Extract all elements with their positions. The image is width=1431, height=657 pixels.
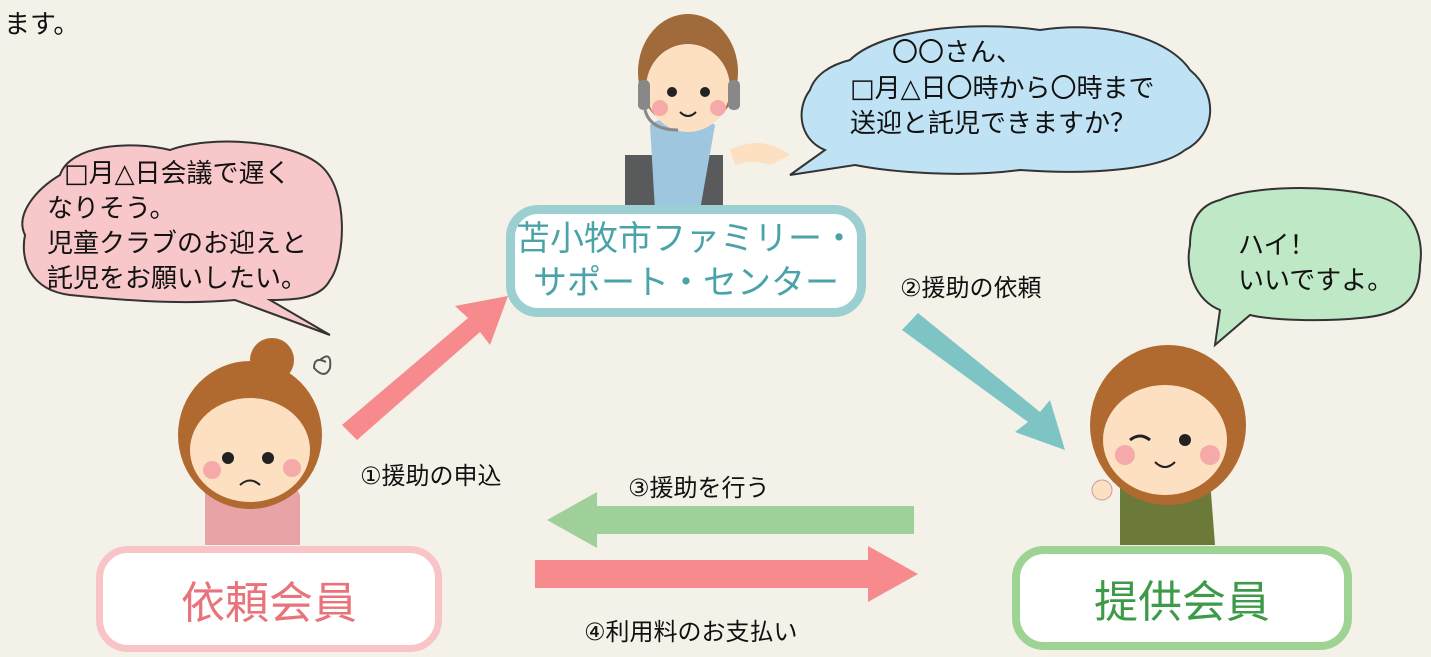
arrow-2-dispatch — [902, 313, 1065, 450]
provider-bubble-line: ハイ！ — [1238, 231, 1316, 261]
arrow-1-request — [342, 296, 508, 440]
support-center-name-line: サポート・センター — [533, 263, 839, 303]
requester-bubble-line: 託児をお願いしたい。 — [47, 264, 308, 294]
step-3-label: ③援助を行う — [628, 474, 770, 502]
center-bubble-line: 〇〇さん、 — [892, 38, 1023, 68]
step-1-label: ①援助の申込 — [360, 462, 502, 490]
requester-illustration — [178, 338, 332, 545]
provider-speech-bubble — [1187, 187, 1422, 348]
intro-text: ます。 — [4, 10, 80, 40]
support-center-name-line: 苫小牧市ファミリー・ — [516, 219, 856, 259]
step-2-label: ②援助の依頼 — [900, 274, 1042, 302]
requester-speech-bubble — [21, 140, 343, 336]
operator-illustration — [625, 14, 790, 210]
provider-member-label: 提供会員 — [1094, 577, 1270, 628]
provider-illustration — [1090, 345, 1246, 545]
arrow-4-payment — [535, 546, 918, 602]
center-speech-bubble — [789, 25, 1212, 176]
support-center-box: 苫小牧市ファミリー・ サポート・センター — [506, 205, 866, 317]
provider-bubble-line: いいですよ。 — [1238, 266, 1394, 296]
center-bubble-line: 送迎と託児できますか？ — [850, 109, 1137, 139]
arrow-3-service — [547, 492, 914, 548]
step-4-label: ④利用料のお支払い — [584, 618, 798, 646]
provider-member-box: 提供会員 — [1012, 546, 1352, 650]
requester-member-label: 依頼会員 — [181, 578, 357, 629]
center-bubble-line: □月△日〇時から〇時まで — [850, 74, 1155, 104]
requester-bubble-line: なりそう。 — [47, 194, 176, 224]
requester-member-box: 依頼会員 — [96, 546, 442, 652]
requester-bubble-line: 児童クラブのお迎えと — [47, 229, 308, 259]
requester-bubble-line: □月△日会議で遅く — [64, 159, 291, 189]
